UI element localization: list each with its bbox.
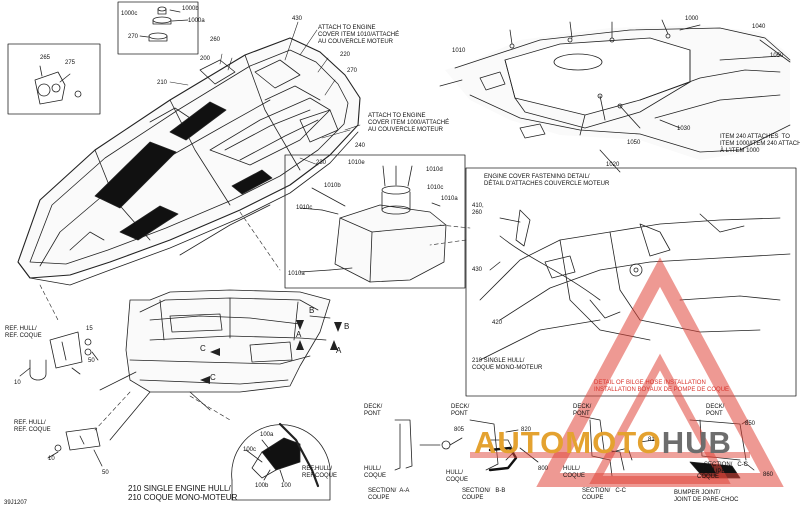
callout-275: 275 — [65, 60, 76, 66]
section-mark-b1: B — [309, 306, 315, 315]
callout-200: 200 — [200, 56, 211, 62]
bumper-joint-title: BUMPER JOINT/ JOINT DE PARE-CHOC — [674, 490, 739, 503]
callout-1000: 1000 — [685, 16, 699, 22]
section-cc2-hull: HULL/ COQUE — [697, 467, 720, 480]
callout-270-inset: 270 — [128, 34, 139, 40]
callout-1010a-2: 1010a — [288, 271, 305, 277]
section-cc-title: SECTION/ C-C COUPE — [582, 488, 627, 501]
callout-1050: 1050 — [627, 140, 641, 146]
note-ref-hull-1: REF. HULL/ REF. COQUE — [5, 326, 42, 339]
callout-100b: 100b — [255, 483, 269, 489]
dashed-leaders — [39, 211, 471, 431]
hull-top-view — [17, 37, 361, 286]
callout-1010a: 1010a — [441, 196, 458, 202]
diagram-code: 39J1207 — [4, 500, 28, 506]
callout-210: 210 — [157, 80, 168, 86]
bracket-detail — [19, 331, 103, 467]
section-cc2-deck: DECK/ PONT — [706, 404, 725, 417]
engine-cover-view — [439, 19, 791, 173]
note-item240: ITEM 240 ATTACHES TO ITEM 1000/ITEM 240 … — [720, 134, 800, 154]
note-attach-1000: ATTACH TO ENGINE COVER ITEM 1000/ATTACHÉ… — [368, 113, 450, 133]
callout-15: 15 — [86, 326, 93, 332]
callout-430-detail: 430 — [472, 267, 483, 273]
callout-1010c-2: 1010c — [296, 205, 313, 211]
callout-220: 220 — [340, 52, 351, 58]
callout-1010c: 1010c — [427, 185, 444, 191]
note-ref-hull-2: REF. HULL/ REF. COQUE — [14, 420, 51, 433]
section-mark-a2: A — [336, 346, 342, 355]
note-ref-hull-3: REF.HULL/ REF.COQUE — [302, 466, 338, 479]
callout-1000a: 1000a — [188, 18, 205, 24]
section-cc2-title: SECTION/ C-C COUPE — [704, 462, 749, 475]
section-aa-deck: DECK/ PONT — [364, 404, 383, 417]
callout-800: 800 — [538, 466, 549, 472]
callout-1010d: 1010d — [426, 167, 443, 173]
callout-430: 430 — [292, 16, 303, 22]
inset-parts-265 — [7, 43, 101, 115]
callout-240: 240 — [355, 143, 366, 149]
note-bilge-detail: DETAIL OF BILGE HOSE INSTALLATION INSTAL… — [594, 380, 730, 393]
callout-410-260: 410, 260 — [472, 203, 484, 216]
callout-100: 100 — [281, 483, 292, 489]
section-mark-c1: C — [200, 344, 206, 353]
callout-1010b: 1010b — [324, 183, 341, 189]
callout-860: 860 — [763, 472, 774, 478]
callout-1000b: 1000b — [182, 6, 199, 12]
callout-100a: 100a — [260, 432, 274, 438]
callout-1020: 1020 — [606, 162, 620, 168]
section-mark-c2: C — [210, 373, 216, 382]
callout-230: 230 — [316, 160, 327, 166]
section-mark-b2: B — [344, 322, 350, 331]
callout-100c: 100c — [243, 447, 257, 453]
watermark-brand: AUTOMOTOHUB — [474, 425, 732, 461]
callout-810: 810 — [648, 437, 659, 443]
section-bb-hull: HULL/ COQUE — [446, 470, 469, 483]
callout-850: 850 — [745, 421, 756, 427]
callout-270: 270 — [347, 68, 358, 74]
section-cc-hull: HULL/ COQUE — [563, 466, 586, 479]
callout-1000c: 1000c — [121, 11, 138, 17]
section-bb-title: SECTION/ B-B COUPE — [462, 488, 506, 501]
note-mono-small: 210 SINGLE HULL/ COQUE MONO-MOTEUR — [472, 358, 543, 371]
callout-10-b: 10 — [48, 456, 55, 462]
callout-1030: 1030 — [677, 126, 691, 132]
leader-lines-hull — [169, 21, 361, 166]
callout-805: 805 — [454, 427, 465, 433]
note-attach-1010: ATTACH TO ENGINE COVER ITEM 1010/ATTACHÉ… — [318, 25, 400, 45]
callout-265: 265 — [40, 55, 51, 61]
section-mark-a1: A — [296, 330, 302, 339]
callout-10: 10 — [14, 380, 21, 386]
watermark-logo — [470, 257, 784, 487]
single-hull-view — [99, 289, 331, 441]
callout-1010e: 1010e — [348, 160, 365, 166]
section-aa-hull: HULL/ COQUE — [364, 466, 387, 479]
engine-cover-1010-box — [284, 154, 466, 289]
callout-1040: 1040 — [752, 24, 766, 30]
section-cc-deck: DECK/ PONT — [573, 404, 592, 417]
callout-420: 420 — [492, 320, 503, 326]
circle-detail-100 — [231, 422, 331, 501]
callout-1010: 1010 — [452, 48, 466, 54]
section-bb-deck: DECK/ PONT — [451, 404, 470, 417]
callout-820: 820 — [521, 427, 532, 433]
note-fastening-detail: ENGINE COVER FASTENING DETAIL/ DÉTAIL D'… — [484, 174, 610, 187]
section-arrows — [200, 320, 342, 384]
callout-260: 260 — [210, 37, 221, 43]
callout-50-b: 50 — [102, 470, 109, 476]
note-single-engine-hull: 210 SINGLE ENGINE HULL/ 210 COQUE MONO-M… — [128, 484, 238, 502]
watermark-brand-part1: AUTOMOTO — [474, 425, 662, 460]
callout-50: 50 — [88, 358, 95, 364]
watermark-brand-part2: HUB — [661, 425, 732, 460]
inset-parts-1000 — [117, 1, 199, 55]
callout-1050-top: 1050 — [770, 53, 784, 59]
section-aa-title: SECTION/ A-A COUPE — [368, 488, 410, 501]
